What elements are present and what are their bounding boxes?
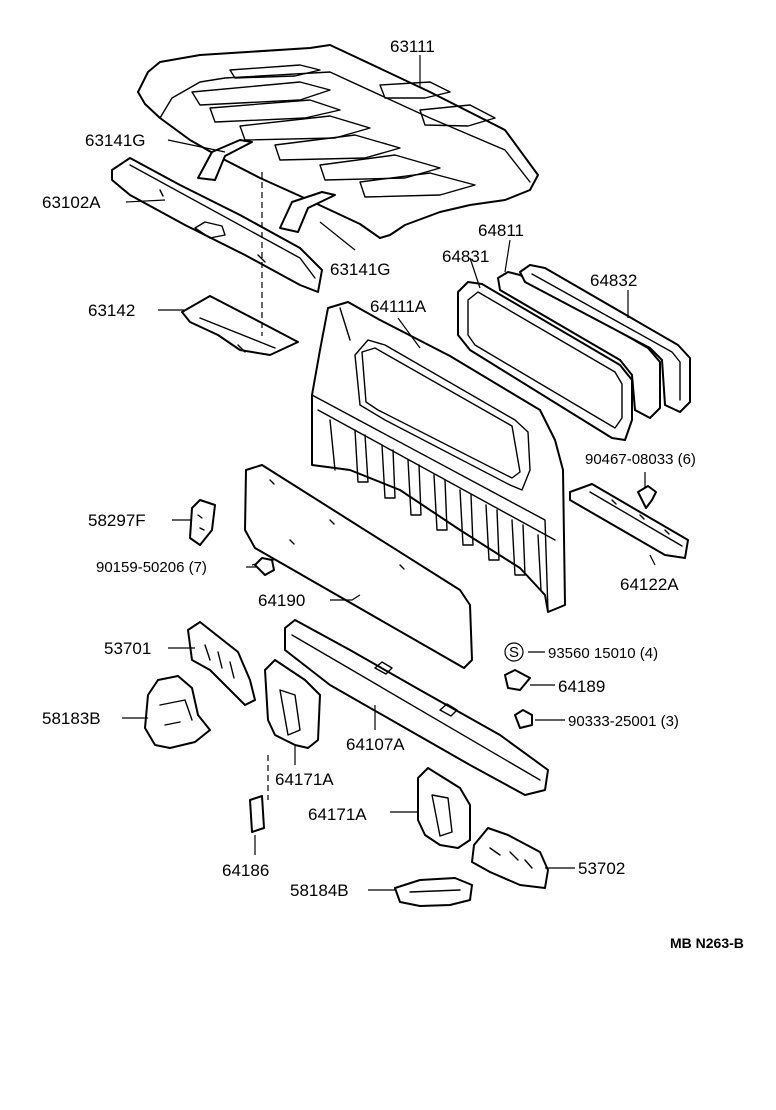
label-special-symbol: S xyxy=(509,644,519,661)
label-58183B: 58183B xyxy=(42,709,101,728)
bracket-58184B[interactable] xyxy=(394,877,473,907)
nut-90333-25001[interactable] xyxy=(514,709,533,729)
label-63142: 63142 xyxy=(88,301,135,320)
nut-64189[interactable] xyxy=(504,669,531,691)
label-64111A: 64111A xyxy=(370,297,427,316)
screw-90159-50206[interactable] xyxy=(254,557,275,576)
bracket-58183B[interactable] xyxy=(144,675,211,749)
header-panel-63102A[interactable] xyxy=(111,157,323,293)
bracket-64171A-right[interactable] xyxy=(417,767,471,849)
label-58297F: 58297F xyxy=(88,511,146,530)
roof-panel-63111[interactable] xyxy=(137,44,539,239)
label-53701: 53701 xyxy=(104,639,151,658)
label-63102A: 63102A xyxy=(42,193,101,212)
label-63141G-bottom: 63141G xyxy=(330,260,391,279)
label-64171A-left: 64171A xyxy=(275,770,334,789)
bracket-63142[interactable] xyxy=(181,295,299,356)
clip-90467-08033[interactable] xyxy=(637,485,657,509)
label-63141G-top: 63141G xyxy=(85,131,146,150)
label-64186: 64186 xyxy=(222,861,269,880)
label-64189: 64189 xyxy=(558,677,605,696)
bracket-64171A-left[interactable] xyxy=(264,659,321,749)
diagram-reference-code: MB N263-B xyxy=(670,935,744,951)
cross-member-64107A[interactable] xyxy=(284,619,549,796)
label-90467-08033: 90467-08033 (6) xyxy=(585,451,696,468)
leader-lines xyxy=(122,55,656,891)
rear-window-glass-64811[interactable] xyxy=(497,271,661,419)
label-64171A-right: 64171A xyxy=(308,805,367,824)
bracket-53701[interactable] xyxy=(187,621,256,706)
bracket-58297F[interactable] xyxy=(189,499,216,546)
roof-bow-63141G-bottom[interactable] xyxy=(279,191,336,233)
special-part-symbol xyxy=(504,642,524,662)
clip-64186[interactable] xyxy=(249,795,265,833)
label-64811: 64811 xyxy=(478,221,524,240)
label-64831: 64831 xyxy=(442,247,489,266)
window-weatherstrip-64831[interactable] xyxy=(457,281,633,441)
label-63111: 63111 xyxy=(390,37,435,56)
label-58184B: 58184B xyxy=(290,881,349,900)
label-64122A: 64122A xyxy=(620,575,679,594)
label-64832: 64832 xyxy=(590,271,637,290)
rail-64122A[interactable] xyxy=(569,483,689,559)
label-93560-15010: 93560 15010 (4) xyxy=(548,645,658,662)
label-53702: 53702 xyxy=(578,859,625,878)
label-64190: 64190 xyxy=(258,591,305,610)
window-seal-64832[interactable] xyxy=(519,264,691,413)
rear-panel-64111A[interactable] xyxy=(311,301,566,613)
label-90159-50206: 90159-50206 (7) xyxy=(96,559,207,576)
bracket-53702[interactable] xyxy=(471,827,549,889)
board-64190[interactable] xyxy=(244,464,473,669)
label-64107A: 64107A xyxy=(346,735,405,754)
roof-bow-63141G-top[interactable] xyxy=(197,139,253,181)
label-90333-25001: 90333-25001 (3) xyxy=(568,713,679,730)
